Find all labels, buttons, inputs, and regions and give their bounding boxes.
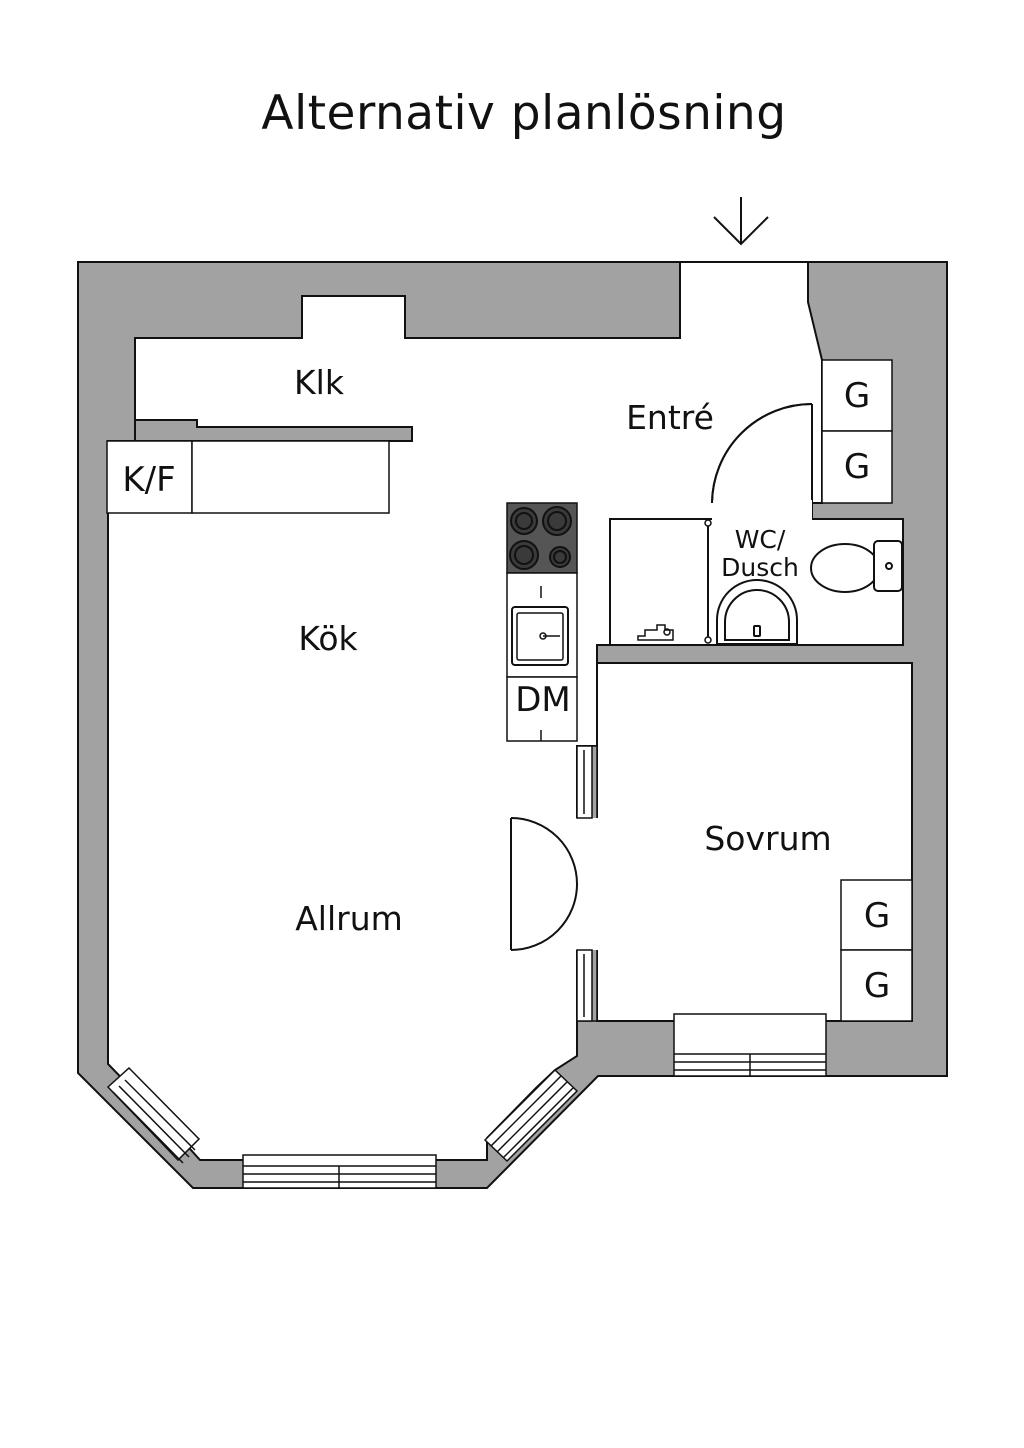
shower-tap-icon [637, 624, 674, 641]
wardrobe-entre-2 [821, 430, 893, 504]
label-sovrum: Sovrum [704, 819, 831, 858]
label-allrum: Allrum [295, 899, 403, 938]
washbasin-icon [716, 579, 798, 645]
label-wardrobe: G [844, 376, 870, 416]
entrance-arrow-icon [713, 197, 769, 246]
label-wardrobe: G [864, 966, 890, 1006]
label-wardrobe: G [864, 896, 890, 936]
toilet-icon [810, 540, 903, 593]
dishwasher [506, 676, 578, 742]
stove-burner-icon [509, 506, 572, 570]
wardrobe-entre-1 [821, 359, 893, 432]
page-title: Alternativ planlösning [261, 86, 787, 141]
door-opening-sovrum [574, 818, 600, 950]
jamb-upper [576, 745, 593, 819]
label-klk: Klk [294, 363, 345, 402]
wardrobe-sovrum-2 [840, 949, 913, 1022]
label-wardrobe: G [844, 447, 870, 487]
window-allrum-right [483, 1068, 579, 1163]
window-allrum-left [106, 1066, 201, 1164]
label-entre: Entré [626, 398, 714, 437]
counter-kf [106, 440, 193, 514]
counter-top [191, 440, 390, 514]
label-wc-line1: WC/ [735, 525, 786, 554]
label-wc-line2: Dusch [721, 553, 799, 582]
window-allrum-bottom [242, 1154, 437, 1189]
wardrobe-sovrum-1 [840, 879, 913, 951]
double-door-sovrum [510, 817, 578, 951]
label-kok: Kök [298, 619, 358, 658]
jamb-lower [576, 949, 593, 1022]
window-sovrum [673, 1013, 827, 1077]
label-dm: DM [515, 680, 571, 720]
label-kf: K/F [122, 460, 175, 500]
